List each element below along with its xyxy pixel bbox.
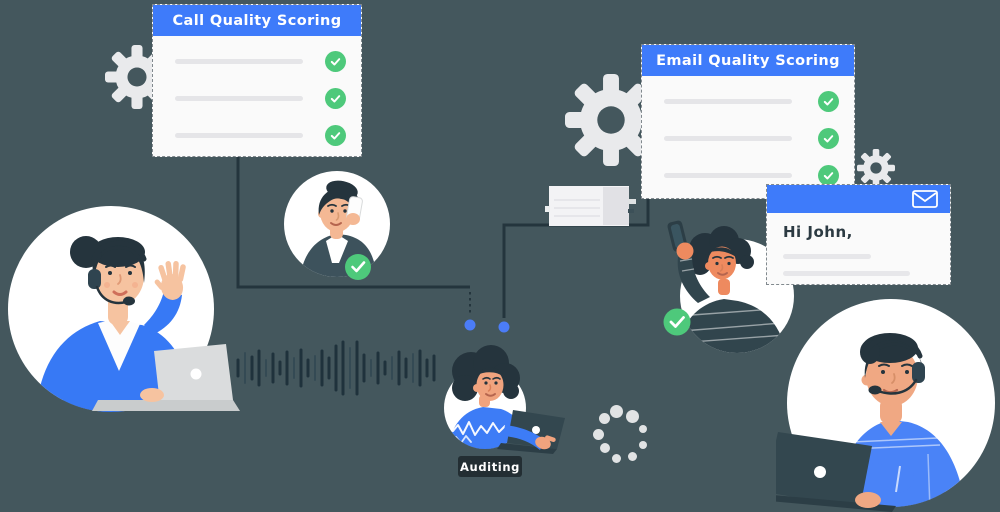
- call-agent-woman-illustration: [8, 206, 240, 412]
- check-icon: [818, 128, 839, 149]
- auditing-label-text: Auditing: [460, 459, 520, 474]
- checklist-row: [642, 157, 854, 194]
- waving-hand: [154, 261, 186, 300]
- placeholder-line: [783, 254, 871, 259]
- checklist-row: [153, 43, 361, 80]
- paper-edge: [603, 187, 629, 225]
- mail-title-bar: [767, 185, 950, 213]
- reviewer-head: [689, 226, 754, 280]
- gear-icon: [857, 149, 895, 187]
- check-icon: [818, 165, 839, 186]
- phone-icon: [345, 196, 363, 225]
- card-title-bar: Email Quality Scoring: [642, 45, 854, 76]
- check-icon: [325, 125, 346, 146]
- auditor-head: [452, 345, 520, 401]
- placeholder-line: [783, 271, 910, 276]
- check-icon: [325, 88, 346, 109]
- pointing-hand: [535, 435, 556, 450]
- call-quality-scoring-card: Call Quality Scoring: [152, 4, 362, 157]
- placeholder-line: [175, 133, 303, 138]
- auditor-woman-illustration: [444, 345, 565, 454]
- email-greeting: Hi John,: [783, 223, 853, 241]
- placeholder-line: [664, 173, 792, 178]
- email-preview-card: Hi John,: [766, 184, 951, 285]
- envelope-icon: [912, 190, 938, 208]
- phone-man-illustration: [284, 171, 390, 280]
- laptop-icon: [776, 432, 896, 512]
- pointing-arm: [503, 425, 545, 450]
- connector-dot: [464, 319, 476, 331]
- check-badge: [663, 308, 691, 336]
- email-agent-man-illustration: [776, 299, 995, 512]
- placeholder-line: [175, 96, 303, 101]
- audio-waveform-icon: [236, 340, 436, 396]
- document-stack-icon: [545, 186, 636, 226]
- auditing-label: Auditing: [458, 456, 522, 477]
- checklist-row: [642, 120, 854, 157]
- placeholder-line: [664, 99, 792, 104]
- hand: [676, 242, 694, 260]
- check-icon: [325, 51, 346, 72]
- email-quality-scoring-card: Email Quality Scoring: [641, 44, 855, 199]
- checklist-row: [642, 83, 854, 120]
- checklist-row: [153, 80, 361, 117]
- check-badge: [345, 254, 371, 280]
- reviewer-man-illustration: [663, 220, 794, 353]
- connector-dot: [498, 321, 510, 333]
- check-icon: [818, 91, 839, 112]
- call-card-title: Call Quality Scoring: [172, 12, 342, 29]
- checklist-row: [153, 117, 361, 154]
- headset-icon: [91, 240, 147, 262]
- loading-spinner: [592, 405, 652, 465]
- laptop-icon: [92, 344, 240, 411]
- raised-arm: [677, 255, 710, 303]
- headset-icon: [863, 335, 923, 359]
- placeholder-line: [175, 59, 303, 64]
- placeholder-line: [664, 136, 792, 141]
- email-card-title: Email Quality Scoring: [656, 52, 840, 69]
- card-title-bar: Call Quality Scoring: [153, 5, 361, 36]
